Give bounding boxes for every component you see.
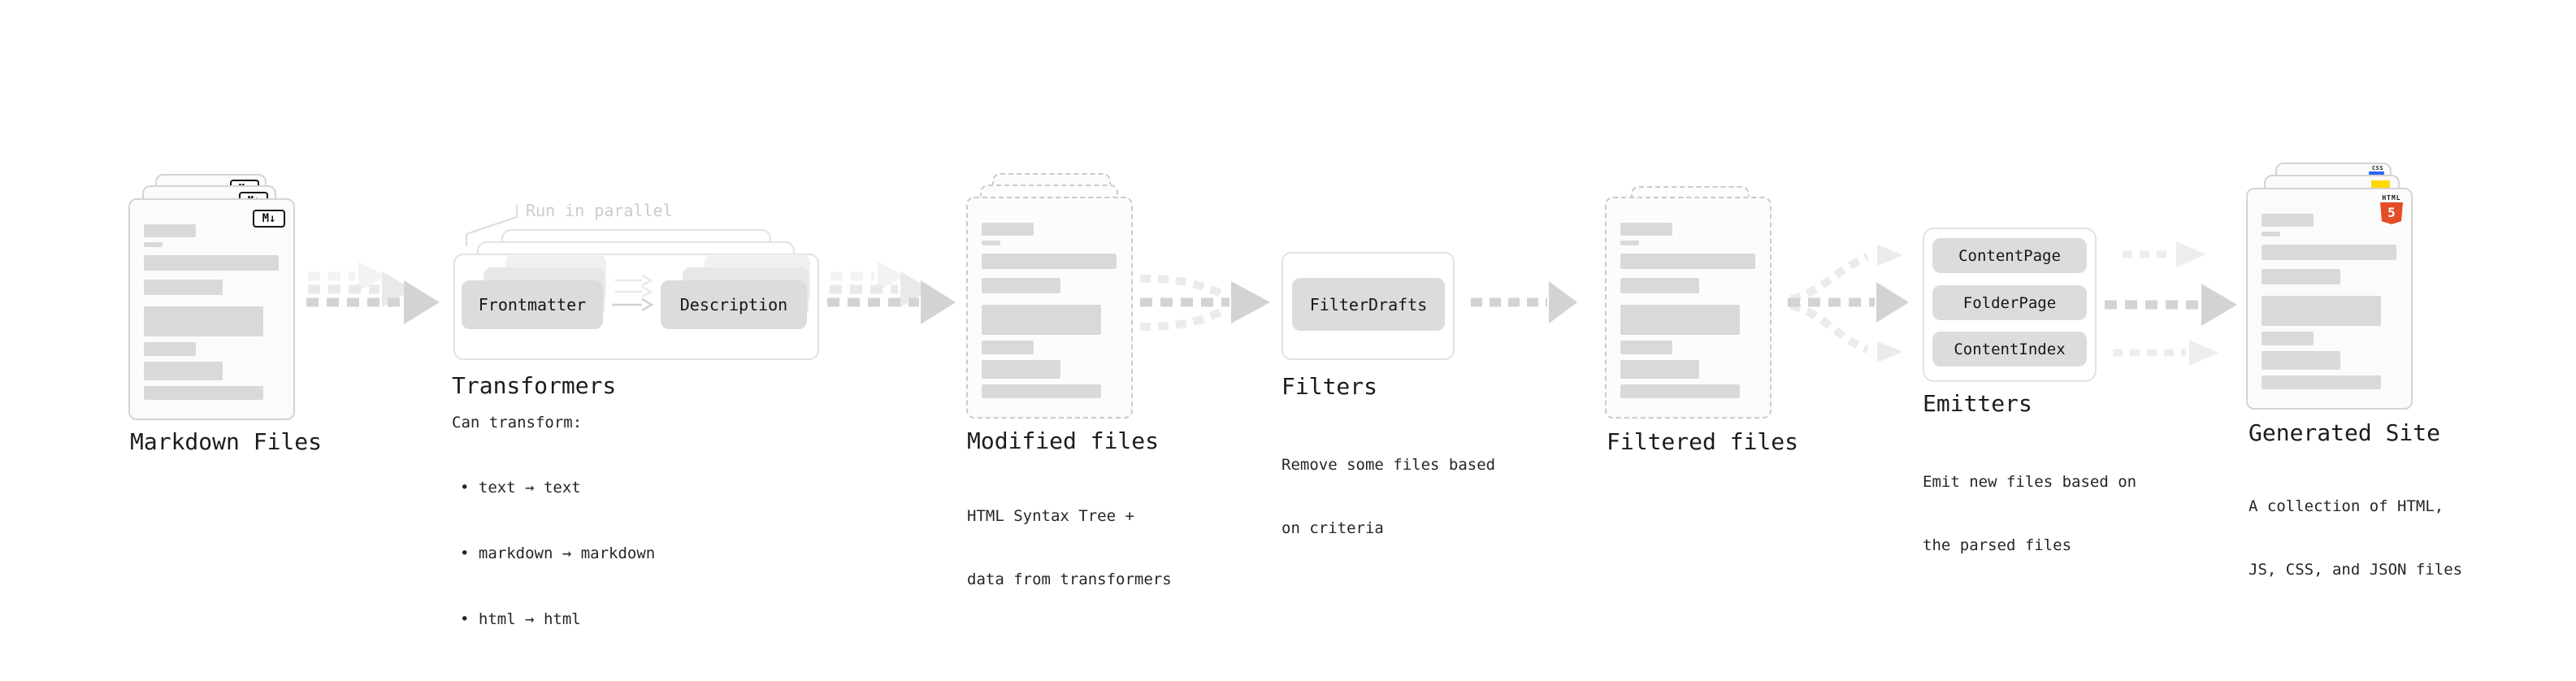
emitter-chip-contentindex: ContentIndex <box>1932 332 2087 367</box>
transformer-chip-frontmatter: Frontmatter <box>462 280 603 329</box>
markdown-icon: M↓ <box>253 210 285 228</box>
css-icon: CSS <box>2371 165 2383 171</box>
generated-site-description: A collection of HTML, JS, CSS, and JSON … <box>2249 453 2462 622</box>
arrow-emitter-top-to-site <box>2123 241 2206 267</box>
modified-files-description: HTML Syntax Tree + data from transformer… <box>967 463 1172 632</box>
transformers-notes: • text → text • markdown → markdown • ht… <box>460 433 655 674</box>
stage-label-emitters: Emitters <box>1923 390 2032 417</box>
stage-label-modified-files: Modified files <box>967 427 1160 454</box>
description-line: on criteria <box>1281 519 1384 537</box>
html5-icon-shield: 5 <box>2380 202 2403 224</box>
transformers-note-title: Can transform: <box>452 414 583 432</box>
description-line: Remove some files based <box>1281 456 1496 474</box>
filtered-file-card-front <box>1605 197 1772 419</box>
filters-description: Remove some files based on criteria <box>1281 412 1495 581</box>
description-line: HTML Syntax Tree + <box>967 507 1134 525</box>
description-line: Emit new files based on <box>1923 473 2137 491</box>
arrow-emitter-middle-to-site <box>2105 284 2237 326</box>
arrow-filtered-to-emitters <box>1788 245 1909 362</box>
stage-label-filtered-files: Filtered files <box>1607 428 1799 455</box>
arrow-transformers-to-modified <box>827 262 956 324</box>
emitter-chip-folderpage: FolderPage <box>1932 285 2087 320</box>
arrow-filters-to-filtered <box>1471 281 1577 323</box>
markdown-file-card-front: M↓ <box>128 198 295 420</box>
html5-icon-word: HTML <box>2382 194 2401 202</box>
arrow-emitter-bottom-to-site <box>2113 340 2218 366</box>
stage-label-markdown-files: Markdown Files <box>130 428 323 455</box>
run-in-parallel-annotation: Run in parallel <box>526 201 673 220</box>
note-item: • html → html <box>460 610 581 628</box>
description-line: data from transformers <box>967 570 1172 588</box>
emitter-chip-contentpage: ContentPage <box>1932 238 2087 273</box>
arrow-markdown-to-transformers <box>306 262 440 324</box>
arrow-modified-to-filters <box>1139 274 1270 332</box>
transformer-chip-description: Description <box>661 280 807 329</box>
description-line: JS, CSS, and JSON files <box>2249 561 2463 579</box>
note-item: • markdown → markdown <box>460 544 656 562</box>
javascript-icon <box>2371 180 2390 189</box>
generated-file-card-html: HTML 5 <box>2246 188 2413 410</box>
stage-label-transformers: Transformers <box>452 372 617 399</box>
modified-file-card-front <box>966 197 1133 419</box>
emitters-description: Emit new files based on the parsed files <box>1923 429 2136 598</box>
description-line: the parsed files <box>1923 536 2072 554</box>
filter-chip-filterdrafts: FilterDrafts <box>1292 278 1445 331</box>
html5-icon: HTML 5 <box>2379 194 2405 224</box>
note-item: • text → text <box>460 479 581 497</box>
css-icon-underline <box>2369 171 2384 175</box>
description-line: A collection of HTML, <box>2249 497 2444 515</box>
stage-label-filters: Filters <box>1281 373 1378 400</box>
stage-label-generated-site: Generated Site <box>2249 419 2441 446</box>
